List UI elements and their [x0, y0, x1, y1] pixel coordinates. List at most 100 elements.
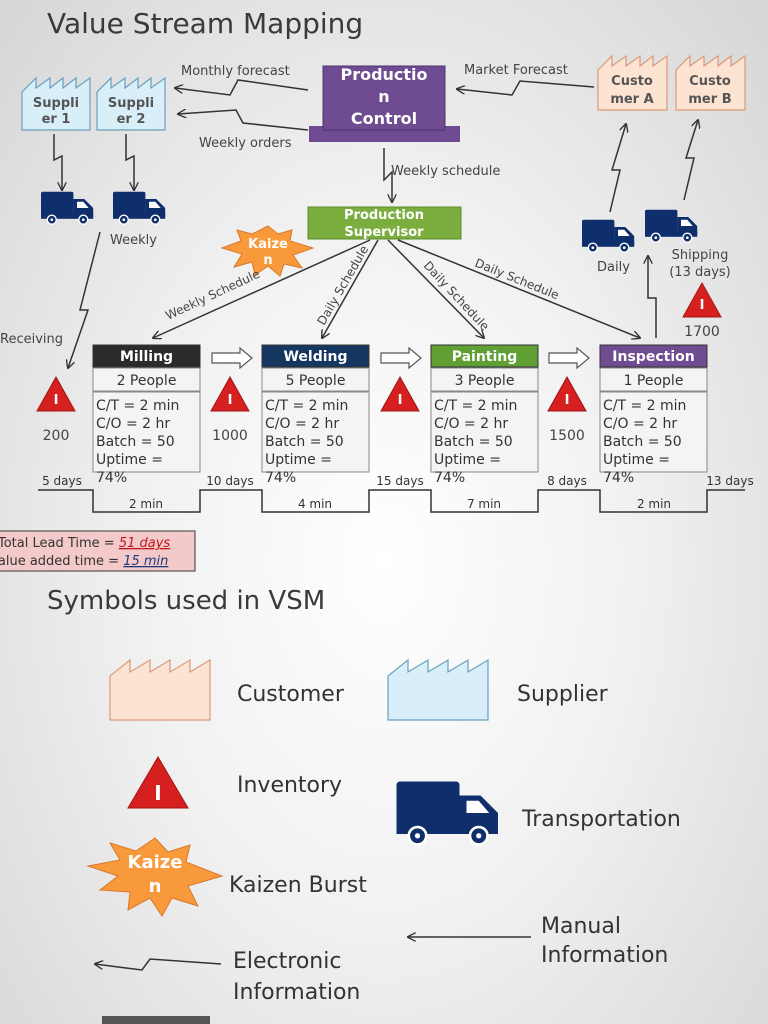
process-detail: Uptime =: [265, 452, 332, 468]
legend-kaizen-icon: Kaize n: [86, 837, 224, 917]
inspection-to-shipping-signal: [648, 256, 657, 338]
process-name: Inspection: [612, 349, 694, 365]
supplier-2-truck-icon: [112, 191, 166, 225]
process-data-box: [92, 391, 201, 473]
supplier-1-label: Suppli: [33, 96, 79, 111]
value-added-time: Value added time = 15 min: [0, 554, 168, 569]
process-detail: 74%: [96, 470, 127, 486]
legend-electronic-arrow: [95, 958, 222, 971]
weekly-orders-arrow: [178, 110, 309, 131]
production-supervisor-box: Production Supervisor: [307, 206, 462, 240]
customer-b-factory: Custo mer B: [675, 54, 746, 111]
process-data-box: [599, 391, 708, 473]
inventory-amount: 200: [43, 428, 70, 444]
process-people-box: [430, 367, 539, 392]
receiving-label: Receiving: [0, 332, 63, 347]
process-header: [261, 344, 370, 368]
process-detail: C/T = 2 min: [603, 398, 686, 414]
legend-inventory-label: Inventory: [237, 773, 342, 798]
daily-schedule-inspection-arrow: [397, 239, 640, 338]
process-header: [430, 344, 539, 368]
process-header: [599, 344, 708, 368]
process-header: [92, 344, 201, 368]
process-people: 1 People: [624, 373, 684, 389]
inventory-letter: I: [565, 393, 570, 408]
daily-schedule-painting-arrow: [387, 239, 484, 338]
production-control-box: Productio n Control: [309, 65, 460, 142]
process-detail: Uptime =: [434, 452, 501, 468]
lead-time-summary: Total Lead Time = 51 days Value added ti…: [0, 530, 196, 572]
legend-transportation-label: Transportation: [521, 807, 681, 832]
inventory-amount: 1700: [684, 324, 720, 340]
inventory-1700: I 1700: [682, 281, 722, 340]
push-arrows: [211, 346, 590, 370]
process-detail: C/O = 2 hr: [96, 416, 170, 432]
process-detail: Batch = 50: [96, 434, 175, 450]
customer-a-label-2: mer A: [610, 92, 653, 107]
process-people: 3 People: [455, 373, 515, 389]
customer-b-label-2: mer B: [688, 92, 731, 107]
page-title: Value Stream Mapping: [47, 7, 363, 40]
customer-a-signal: [609, 124, 626, 213]
weekly-schedule-label: Weekly schedule: [391, 164, 500, 179]
weekly-orders-label: Weekly orders: [199, 136, 292, 151]
process-detail: Uptime =: [603, 452, 670, 468]
inventory-1500: I 1500: [547, 375, 587, 444]
legend-supplier-icon: [387, 658, 489, 721]
total-lead-time: Total Lead Time = 51 days: [0, 536, 170, 551]
production-supervisor-label-2: Supervisor: [344, 225, 424, 240]
customer-a-factory: Custo mer A: [597, 54, 668, 111]
timeline-days: 8 days: [547, 474, 587, 488]
timeline-line: [38, 489, 745, 513]
process-detail: 74%: [265, 470, 296, 486]
supplier-1-truck-icon: [40, 191, 94, 225]
total-lead-time-value: 51 days: [119, 536, 171, 551]
supplier-2-label: Suppli: [108, 96, 154, 111]
kaizen-burst-top: Kaize n: [220, 225, 315, 277]
process-detail: C/T = 2 min: [96, 398, 179, 414]
process-detail: Batch = 50: [434, 434, 513, 450]
legend-kaizen-text-1: Kaize: [128, 852, 183, 873]
legend-manual-label-1: Manual: [541, 914, 621, 939]
process-data-box: [261, 391, 370, 473]
legend-title: Symbols used in VSM: [47, 586, 325, 616]
daily-truck-icon: [581, 219, 635, 253]
daily-label: Daily: [597, 260, 630, 275]
weekly-label: Weekly: [110, 233, 157, 248]
legend-electronic-label-2: Information: [233, 980, 360, 1005]
process-detail: 74%: [434, 470, 465, 486]
legend-next-symbol-partial: [102, 1016, 210, 1024]
process-detail: 74%: [603, 470, 634, 486]
push-arrow: [211, 346, 253, 370]
supplier-2-factory: Suppli er 2: [96, 76, 166, 131]
kaizen-top-text-1: Kaize: [248, 237, 288, 252]
supplier-2-label-2: er 2: [117, 112, 146, 127]
process-data-box: [430, 391, 539, 473]
weekly-schedule-arrow: [383, 148, 392, 202]
process-detail: Uptime =: [96, 452, 163, 468]
process-people-box: [92, 367, 201, 392]
inventory-amount: 1500: [549, 428, 585, 444]
inventory-letter: I: [398, 393, 403, 408]
kaizen-top-text-2: n: [263, 253, 272, 268]
customer-b-signal: [683, 120, 698, 201]
supplier-1-signal: [53, 134, 62, 190]
legend-inventory-letter: I: [154, 781, 161, 805]
production-control-label-3: Control: [351, 109, 417, 128]
timeline-days: 13 days: [706, 474, 753, 488]
shipping-label-1: Shipping: [672, 248, 729, 263]
inventory-welding-painting: I: [380, 375, 420, 412]
production-supervisor-label-1: Production: [344, 208, 424, 223]
legend-supplier-label: Supplier: [517, 682, 609, 707]
shipping-truck-icon: [644, 209, 698, 243]
inventory-letter: I: [700, 298, 705, 313]
process-detail: C/O = 2 hr: [265, 416, 339, 432]
supplier-2-signal: [125, 134, 134, 190]
inventory-1000: I 1000: [210, 375, 250, 444]
process-detail: Batch = 50: [603, 434, 682, 450]
process-detail: C/T = 2 min: [434, 398, 517, 414]
process-name: Welding: [283, 349, 347, 365]
